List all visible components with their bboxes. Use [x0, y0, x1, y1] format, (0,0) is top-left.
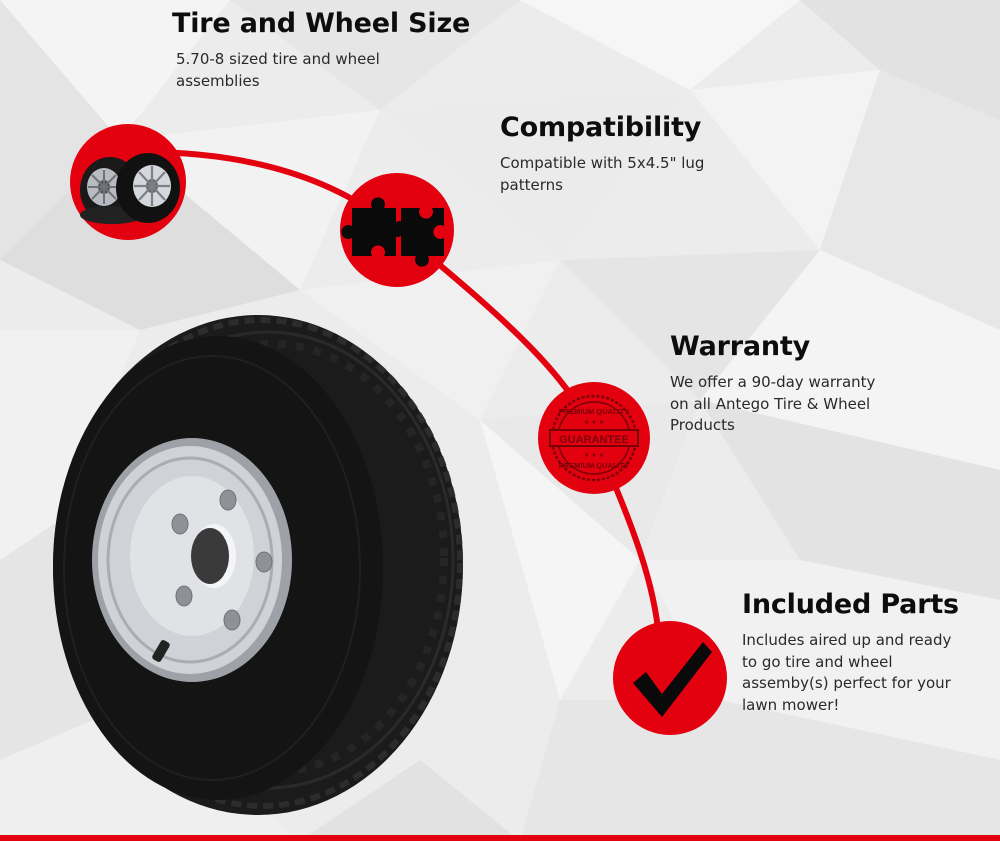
feature-title: Warranty — [670, 331, 811, 362]
guarantee-badge-icon: GUARANTEE PREMIUM QUALITY PREMIUM QUALIT… — [538, 382, 650, 494]
feature-title: Tire and Wheel Size — [172, 8, 471, 39]
feature-tire-wheel-size: Tire and Wheel Size 5.70-8 sized tire an… — [172, 8, 472, 92]
badge-bottom-text: PREMIUM QUALITY — [559, 461, 629, 470]
feature-warranty: Warranty We offer a 90-day warranty on a… — [670, 331, 910, 437]
badge-center-text: GUARANTEE — [559, 434, 629, 446]
feature-title: Included Parts — [742, 589, 959, 620]
checkmark-icon — [613, 621, 727, 735]
tires-icon — [70, 124, 186, 240]
feature-description: Includes aired up and ready to go tire a… — [742, 631, 952, 714]
feature-description: We offer a 90-day warranty on all Antego… — [670, 373, 876, 434]
bottom-accent-bar — [0, 835, 1000, 841]
puzzle-icon — [340, 173, 454, 287]
feature-description: 5.70-8 sized tire and wheel assemblies — [176, 50, 380, 90]
feature-compatibility: Compatibility Compatible with 5x4.5" lug… — [500, 112, 760, 196]
feature-title: Compatibility — [500, 112, 702, 143]
feature-included-parts: Included Parts Includes aired up and rea… — [742, 589, 982, 716]
connector-curve — [125, 148, 663, 663]
badge-top-text: PREMIUM QUALITY — [559, 407, 629, 416]
tire-image — [53, 315, 463, 815]
feature-description: Compatible with 5x4.5" lug patterns — [500, 154, 705, 194]
svg-text:★ ★ ★: ★ ★ ★ — [584, 419, 604, 426]
svg-text:★ ★ ★: ★ ★ ★ — [584, 452, 604, 459]
